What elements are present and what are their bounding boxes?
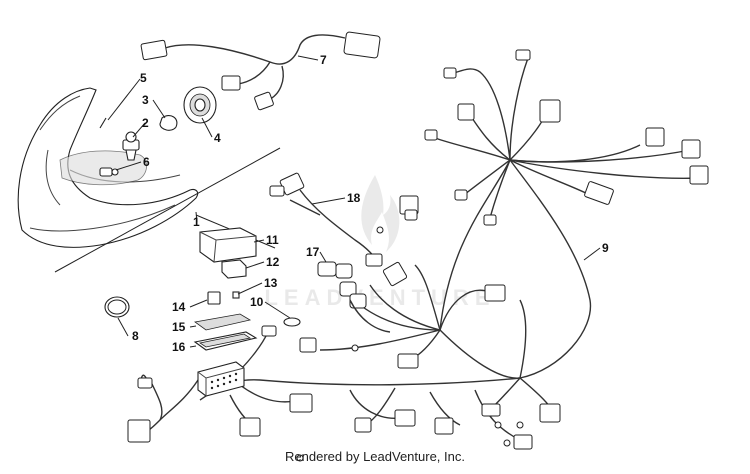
callout-4: 4 xyxy=(214,131,221,145)
relay-small xyxy=(221,259,247,279)
callout-6: 6 xyxy=(143,155,150,169)
callout-1: 1 xyxy=(193,215,200,229)
callout-labels: 1 2 3 4 5 6 7 8 9 10 11 12 13 14 15 16 1… xyxy=(132,53,609,354)
screw xyxy=(99,117,107,129)
fuse-box xyxy=(197,361,245,397)
main-harness xyxy=(199,49,709,462)
callout-11: 11 xyxy=(266,233,279,247)
callout-15: 15 xyxy=(172,320,186,334)
headlight-bulb xyxy=(122,131,140,161)
callout-7: 7 xyxy=(320,53,327,67)
callout-8: 8 xyxy=(132,329,139,343)
callout-18: 18 xyxy=(347,191,361,205)
relay-box xyxy=(199,227,257,263)
headlight-harness xyxy=(140,31,381,111)
rubber-boot xyxy=(183,86,217,124)
callout-5: 5 xyxy=(140,71,147,85)
callout-3: 3 xyxy=(142,93,149,107)
sub-harness xyxy=(269,172,383,267)
callout-16: 16 xyxy=(172,340,186,354)
bulb-retaining-clip xyxy=(159,115,178,131)
callout-12: 12 xyxy=(266,255,280,269)
callout-14: 14 xyxy=(172,300,186,314)
callout-2: 2 xyxy=(142,116,149,130)
callout-10: 10 xyxy=(250,295,264,309)
position-light-socket xyxy=(99,167,119,177)
footer-credit: Rendered by LeadVenture, Inc. xyxy=(285,449,465,464)
fuse-block xyxy=(194,313,252,331)
callout-17: 17 xyxy=(306,245,320,259)
headlight-assembly xyxy=(17,86,217,248)
leader-lines xyxy=(107,55,601,348)
connector-set xyxy=(317,261,391,333)
relay-plug xyxy=(207,291,221,305)
callout-13: 13 xyxy=(264,276,278,290)
fuse-box-parts xyxy=(104,227,301,351)
fuse xyxy=(232,291,240,299)
harness-clip xyxy=(283,317,301,327)
lower-harness xyxy=(127,325,317,443)
callout-9: 9 xyxy=(602,241,609,255)
